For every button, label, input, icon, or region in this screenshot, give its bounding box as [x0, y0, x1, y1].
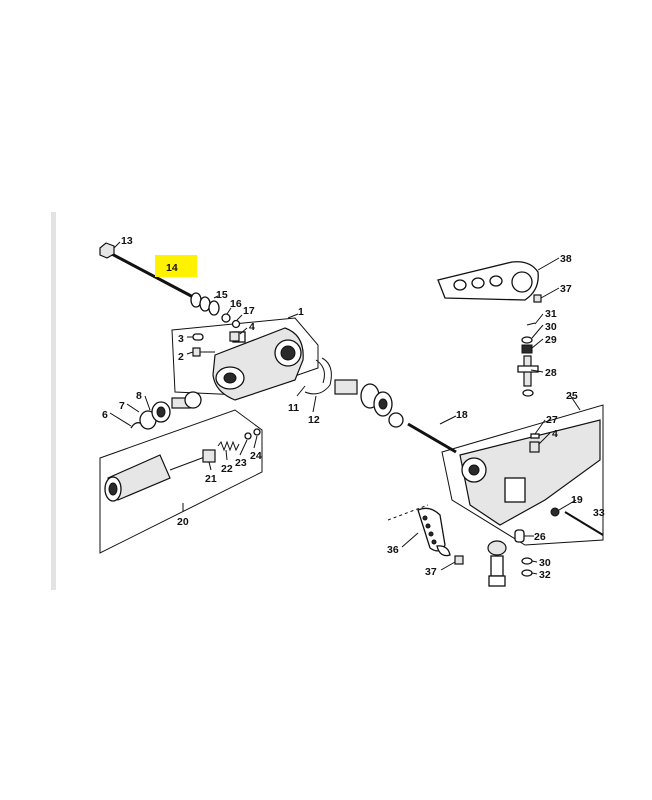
callout-23[interactable]: 23: [235, 457, 247, 469]
callout-8[interactable]: 8: [136, 390, 142, 402]
callout-37-bottom[interactable]: 37: [425, 566, 437, 578]
handle-screw-part[interactable]: [533, 294, 542, 303]
left-frame-bar: [51, 212, 56, 590]
output-shaft-part[interactable]: [334, 379, 404, 428]
callout-32[interactable]: 32: [539, 569, 551, 581]
pin-part[interactable]: [192, 333, 204, 341]
callout-16[interactable]: 16: [230, 298, 242, 310]
small-screw-part[interactable]: [550, 507, 560, 517]
segment-part[interactable]: [417, 507, 446, 552]
spring-part[interactable]: [217, 440, 240, 452]
coupling-part[interactable]: [202, 449, 216, 463]
callout-36[interactable]: 36: [387, 544, 399, 556]
bottom-washer-part[interactable]: [521, 557, 533, 565]
callout-3[interactable]: 3: [178, 333, 184, 345]
callout-4-right[interactable]: 4: [552, 428, 558, 440]
threaded-rod-part[interactable]: [107, 250, 196, 300]
callout-7[interactable]: 7: [119, 400, 125, 412]
right-gear-housing-part[interactable]: [459, 419, 601, 526]
drive-tube-part[interactable]: [104, 454, 211, 502]
callout-31[interactable]: 31: [545, 308, 557, 320]
callout-24[interactable]: 24: [250, 450, 262, 462]
callout-21[interactable]: 21: [205, 473, 217, 485]
right-group-outline: [441, 404, 604, 546]
highlight-marker: [155, 255, 197, 277]
circlip-part[interactable]: [304, 357, 332, 395]
ring-part[interactable]: [221, 313, 231, 323]
bevel-gear-part[interactable]: [487, 540, 507, 587]
small-ring-part[interactable]: [231, 319, 241, 329]
callout-18[interactable]: 18: [456, 409, 468, 421]
nut-small-part[interactable]: [521, 344, 533, 354]
callout-13[interactable]: 13: [121, 235, 133, 247]
callout-27[interactable]: 27: [546, 414, 558, 426]
housing-group-outline: [171, 317, 319, 396]
callout-15[interactable]: 15: [216, 289, 228, 301]
callout-29[interactable]: 29: [545, 334, 557, 346]
handle-part[interactable]: [437, 261, 539, 301]
spacer-part[interactable]: [526, 322, 536, 326]
callout-19[interactable]: 19: [571, 494, 583, 506]
right-bolt-part[interactable]: [529, 441, 540, 453]
bottom-screw-part[interactable]: [436, 545, 464, 565]
long-screw-part[interactable]: [564, 511, 604, 536]
gear-housing-part[interactable]: [212, 327, 304, 401]
callout-37[interactable]: 37: [560, 283, 572, 295]
washer-stack-part[interactable]: [190, 292, 220, 316]
callout-2[interactable]: 2: [178, 351, 184, 363]
callout-4[interactable]: 4: [249, 321, 255, 333]
guide-line: [387, 504, 429, 521]
callout-30[interactable]: 30: [545, 321, 557, 333]
pinion-shaft-part[interactable]: [171, 391, 202, 409]
right-pin-part[interactable]: [530, 433, 540, 439]
washer-part[interactable]: [521, 336, 533, 344]
callout-20[interactable]: 20: [177, 516, 189, 528]
callout-11[interactable]: 11: [288, 402, 299, 414]
nut-part[interactable]: [99, 242, 115, 259]
screw-part[interactable]: [192, 347, 215, 357]
callout-26[interactable]: 26: [534, 531, 546, 543]
callout-38[interactable]: 38: [560, 253, 572, 265]
callout-25[interactable]: 25: [566, 390, 578, 402]
bush-part[interactable]: [514, 529, 525, 543]
bolt-part[interactable]: [229, 331, 240, 342]
callout-30-bottom[interactable]: 30: [539, 557, 551, 569]
callout-14[interactable]: 14: [166, 262, 178, 274]
bottom-ring-part[interactable]: [521, 569, 533, 577]
callout-28[interactable]: 28: [545, 367, 557, 379]
drive-rod-part[interactable]: [407, 422, 457, 454]
small-ball-part[interactable]: [253, 428, 261, 436]
callout-33[interactable]: 33: [593, 507, 605, 519]
callout-6[interactable]: 6: [102, 409, 108, 421]
callout-17[interactable]: 17: [243, 305, 255, 317]
callout-1[interactable]: 1: [298, 306, 304, 318]
tube-group-outline: [99, 409, 263, 554]
ball-part[interactable]: [244, 432, 252, 440]
callout-22[interactable]: 22: [221, 463, 233, 475]
callout-12[interactable]: 12: [308, 414, 320, 426]
